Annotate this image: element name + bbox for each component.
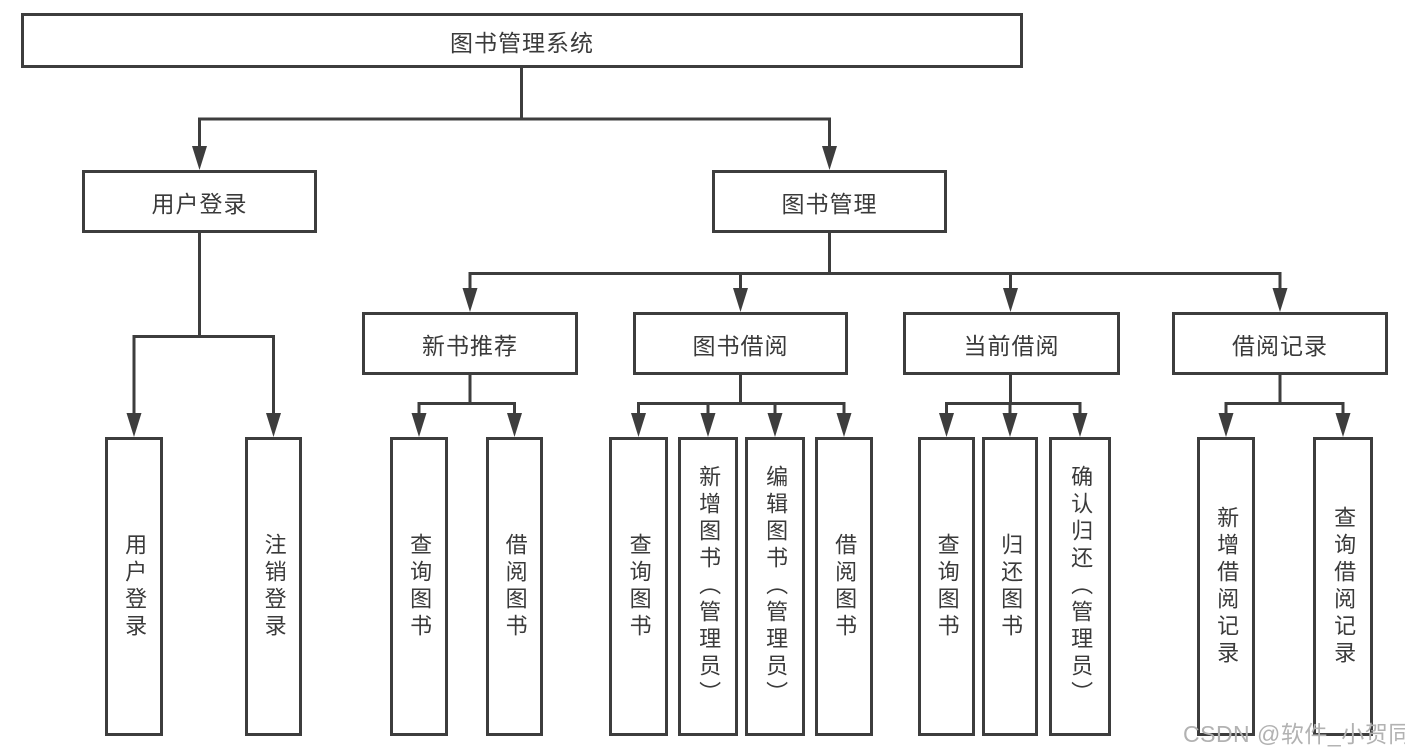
leaf-query-books-borrow: 查询图书 [609,437,668,736]
node-borrow-records: 借阅记录 [1172,312,1388,375]
leaf-label: 查询借阅记录 [1331,505,1357,668]
leaf-label: 借阅图书 [832,532,858,641]
leaf-label: 查询图书 [626,532,652,641]
leaf-return-book: 归还图书 [982,437,1038,736]
leaf-label: 注销登录 [261,532,287,641]
leaf-user-login: 用户登录 [105,437,163,736]
leaf-label: 查询图书 [407,532,433,641]
leaf-label: 归还图书 [998,532,1024,641]
node-user-login: 用户登录 [82,170,317,233]
leaf-logout: 注销登录 [245,437,302,736]
leaf-label: 查询图书 [934,532,960,641]
leaf-query-books-current: 查询图书 [918,437,975,736]
leaf-query-borrow-record: 查询借阅记录 [1313,437,1373,736]
leaf-label: 借阅图书 [502,532,528,641]
leaf-confirm-return-admin: 确认归还（管理员） [1049,437,1111,736]
node-root: 图书管理系统 [21,13,1023,68]
leaf-borrow-books: 借阅图书 [815,437,873,736]
node-new-book-recommend: 新书推荐 [362,312,578,375]
leaf-add-borrow-record: 新增借阅记录 [1197,437,1255,736]
node-borrow-records-label: 借阅记录 [1232,332,1328,359]
node-root-label: 图书管理系统 [450,29,594,56]
leaf-label: 编辑图书（管理员） [763,465,789,708]
node-book-management-label: 图书管理 [781,190,878,217]
leaf-query-books-recommend: 查询图书 [390,437,448,736]
leaf-edit-book-admin: 编辑图书（管理员） [745,437,805,736]
csdn-watermark: CSDN @软件_小贺同学 [1183,721,1405,747]
node-current-borrow: 当前借阅 [903,312,1120,375]
node-book-borrow-label: 图书借阅 [692,332,789,359]
node-book-borrow: 图书借阅 [633,312,848,375]
leaf-borrow-books-recommend: 借阅图书 [486,437,543,736]
leaf-label: 确认归还（管理员） [1068,465,1094,708]
leaf-add-book-admin: 新增图书（管理员） [678,437,738,736]
leaf-label: 用户登录 [122,532,148,641]
node-user-login-label: 用户登录 [151,190,248,217]
node-book-management: 图书管理 [712,170,947,233]
node-new-book-recommend-label: 新书推荐 [422,332,518,359]
leaf-label: 新增图书（管理员） [696,465,722,708]
leaf-label: 新增借阅记录 [1214,505,1240,668]
node-current-borrow-label: 当前借阅 [963,332,1060,359]
